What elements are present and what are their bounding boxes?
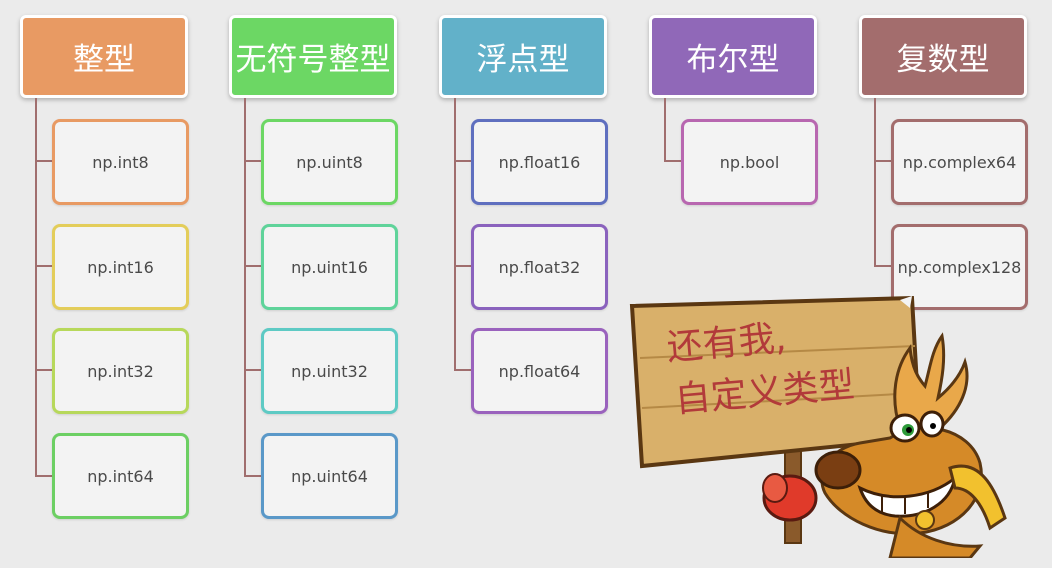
connector-trunk <box>244 98 246 476</box>
mascot-illustration: 还有我, 自定义类型 <box>629 295 1007 558</box>
column-complex: 复数型 np.complex64 np.complex128 <box>859 0 1039 568</box>
header-bool: 布尔型 <box>649 15 817 98</box>
connector-branch <box>35 475 53 477</box>
header-uint: 无符号整型 <box>229 15 397 98</box>
connector-branch <box>454 369 472 371</box>
header-int: 整型 <box>20 15 188 98</box>
connector-branch <box>35 160 53 162</box>
connector-trunk <box>874 98 876 267</box>
type-box-uint32: np.uint32 <box>261 328 398 414</box>
boxing-glove-icon <box>762 473 818 522</box>
type-box-float32: np.float32 <box>471 224 608 310</box>
connector-branch <box>244 160 262 162</box>
connector-branch <box>244 265 262 267</box>
connector-branch <box>454 160 472 162</box>
type-box-float16: np.float16 <box>471 119 608 205</box>
moose-head-icon <box>814 410 983 536</box>
column-float: 浮点型 np.float16 np.float32 np.float64 <box>439 0 619 568</box>
connector-branch <box>244 369 262 371</box>
column-uint: 无符号整型 np.uint8 np.uint16 np.uint32 np.ui… <box>229 0 409 568</box>
type-box-bool: np.bool <box>681 119 818 205</box>
connector-trunk <box>35 98 37 476</box>
type-box-uint64: np.uint64 <box>261 433 398 519</box>
type-box-int16: np.int16 <box>52 224 189 310</box>
connector-trunk <box>454 98 456 371</box>
type-box-uint8: np.uint8 <box>261 119 398 205</box>
type-box-int64: np.int64 <box>52 433 189 519</box>
column-bool: 布尔型 np.bool <box>649 0 829 568</box>
type-box-int8: np.int8 <box>52 119 189 205</box>
connector-trunk <box>664 98 666 162</box>
type-box-uint16: np.uint16 <box>261 224 398 310</box>
header-float: 浮点型 <box>439 15 607 98</box>
connector-branch <box>874 265 892 267</box>
connector-branch <box>35 369 53 371</box>
connector-branch <box>35 265 53 267</box>
type-box-complex64: np.complex64 <box>891 119 1028 205</box>
connector-branch <box>454 265 472 267</box>
header-complex: 复数型 <box>859 15 1027 98</box>
connector-branch <box>244 475 262 477</box>
connector-branch <box>874 160 892 162</box>
connector-branch <box>664 160 682 162</box>
type-box-float64: np.float64 <box>471 328 608 414</box>
type-box-complex128: np.complex128 <box>891 224 1028 310</box>
scarf-icon <box>915 464 1007 531</box>
type-box-int32: np.int32 <box>52 328 189 414</box>
column-int: 整型 np.int8 np.int16 np.int32 np.int64 <box>20 0 200 568</box>
antler-icon <box>893 332 969 430</box>
